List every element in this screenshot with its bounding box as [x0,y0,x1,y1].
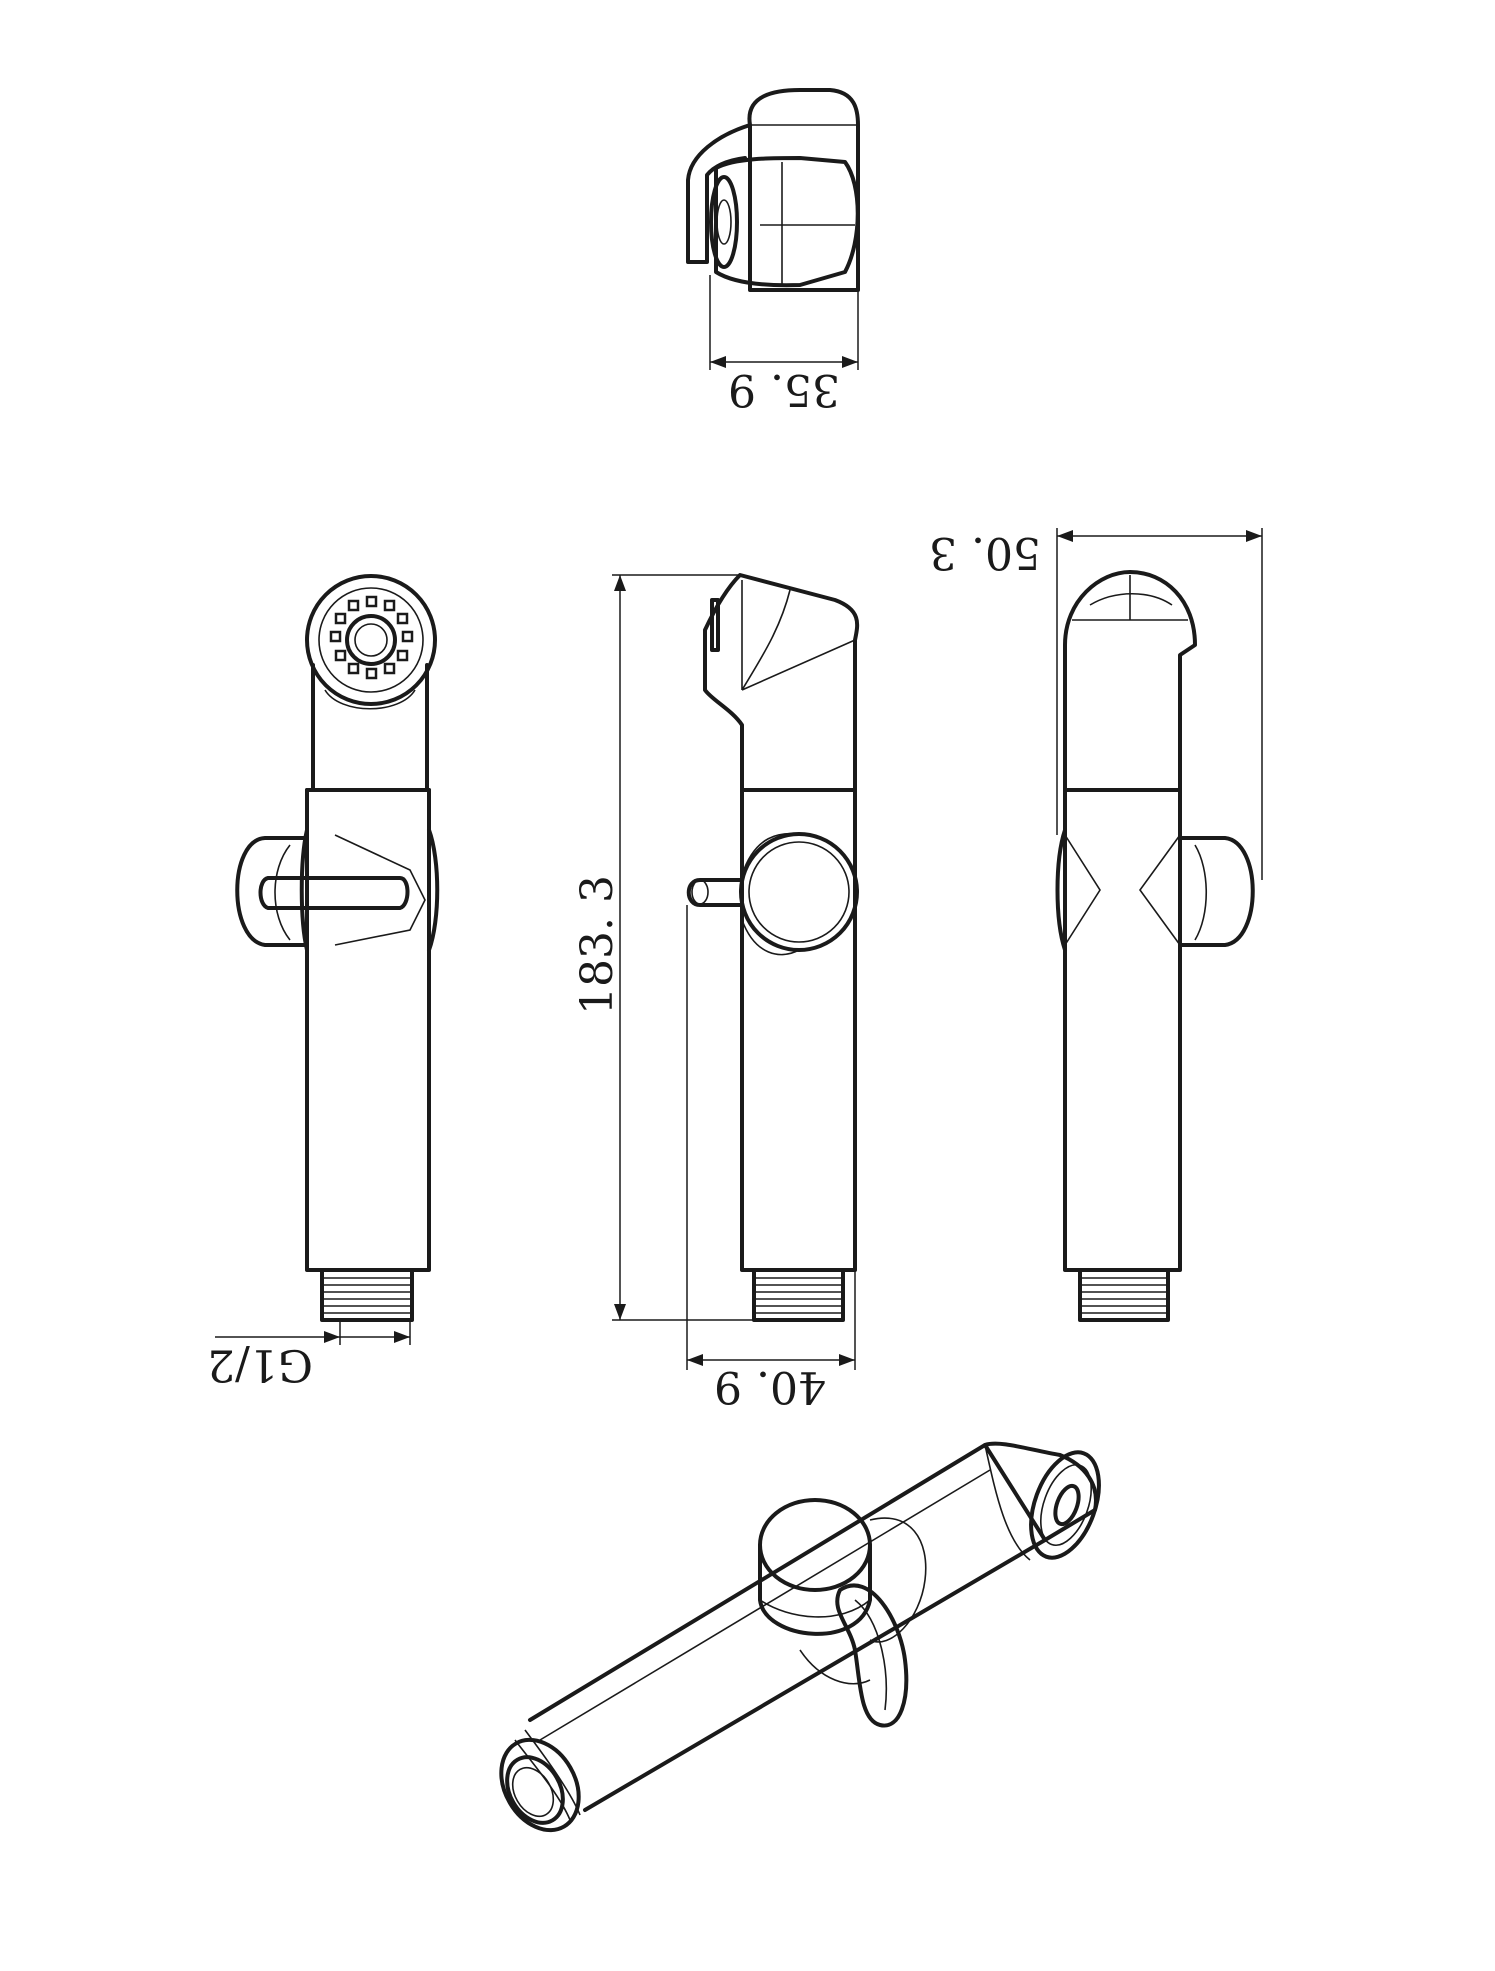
dim-top-width: 35. 9 [709,275,859,415]
side-view [686,573,860,1322]
spray-holes [329,595,414,680]
dim-top-width-label: 35. 9 [728,364,840,415]
thread-lines [322,1277,412,1314]
isometric-view [499,1441,1101,1833]
back-view [1055,570,1255,1322]
dim-length: 183. 3 [572,574,754,1321]
dim-length-label: 183. 3 [572,875,623,1015]
dim-thread-label: G1/2 [207,1339,313,1390]
dim-thread: G1/2 [207,1320,411,1390]
thread-lines [1080,1277,1168,1314]
front-view [235,574,440,1322]
top-view [686,88,860,292]
dim-side-width: 50. 3 [929,527,1263,880]
dim-side-width-label: 50. 3 [929,527,1041,578]
thread-lines [754,1277,843,1314]
dim-trigger-reach-label: 40. 9 [714,1361,826,1412]
dim-trigger-reach: 40. 9 [686,905,856,1412]
